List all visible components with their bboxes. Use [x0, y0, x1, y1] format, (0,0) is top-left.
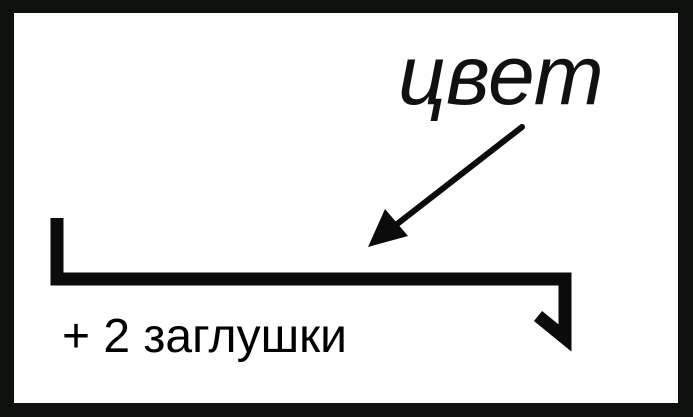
- end-caps-label: + 2 заглушки: [62, 310, 347, 363]
- color-label: цвет: [398, 28, 604, 122]
- pointer-arrow-shaft: [389, 124, 525, 231]
- drip-edge-profile: [50, 218, 572, 352]
- pointer-arrowhead: [368, 209, 408, 247]
